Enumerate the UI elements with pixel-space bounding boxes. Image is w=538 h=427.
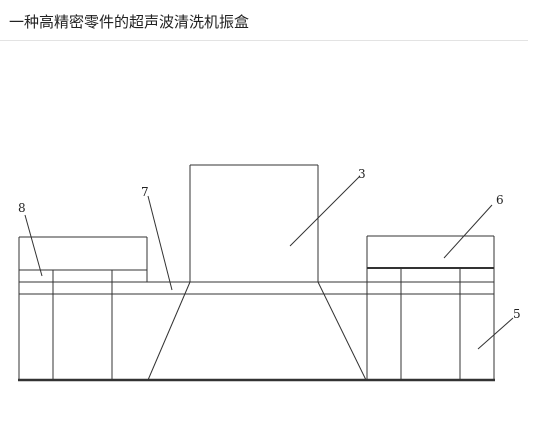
leader-5 bbox=[477, 317, 514, 350]
label-6: 6 bbox=[496, 193, 504, 207]
leader-7 bbox=[147, 195, 173, 291]
horizontal-plate bbox=[19, 281, 494, 295]
label-7: 7 bbox=[141, 185, 149, 199]
central-block bbox=[189, 164, 319, 282]
label-3: 3 bbox=[358, 167, 366, 181]
leader-3 bbox=[289, 175, 361, 247]
leader-lines bbox=[24, 175, 514, 350]
sloped-walls bbox=[147, 281, 367, 381]
right-box bbox=[366, 235, 495, 380]
left-posts bbox=[52, 270, 113, 380]
label-5: 5 bbox=[513, 307, 521, 321]
left-box bbox=[18, 236, 148, 380]
page-title: 一种高精密零件的超声波清洗机振盒 bbox=[9, 13, 250, 31]
leader-8 bbox=[24, 214, 43, 277]
page-header: 一种高精密零件的超声波清洗机振盒 bbox=[0, 0, 528, 41]
leader-6 bbox=[443, 204, 493, 259]
label-8: 8 bbox=[18, 201, 26, 215]
right-posts bbox=[400, 268, 461, 380]
